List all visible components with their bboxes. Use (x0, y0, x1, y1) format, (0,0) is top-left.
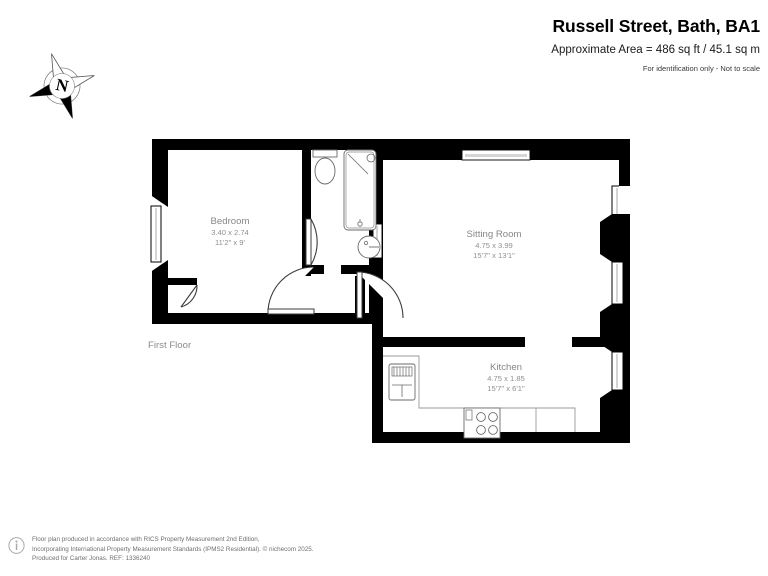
compass-north-icon: N (29, 53, 95, 119)
fixture-washing-machine (388, 363, 416, 401)
floor-level-label: First Floor (148, 340, 192, 351)
fixture-toilet (312, 149, 338, 185)
footer-line-3: Produced for Carter Jonas. REF: 1336240 (32, 555, 150, 563)
compass-rose: N (26, 50, 98, 122)
door-bedroom-cupboard (180, 284, 198, 308)
approximate-area-text: Approximate Area = 486 sq ft / 45.1 sq m (551, 44, 760, 56)
disclaimer-text: For identification only - Not to scale (642, 63, 760, 73)
plan-header: Russell Street, Bath, BA1 Approximate Ar… (340, 16, 760, 73)
plan-footer: Floor plan produced in accordance with R… (8, 535, 314, 564)
page-title: Russell Street, Bath, BA1 (552, 16, 760, 36)
footer-line-2: Incorporating International Property Mea… (32, 545, 314, 553)
door-bathroom (305, 218, 318, 266)
door-bedroom (267, 266, 315, 315)
footer-line-1: Floor plan produced in accordance with R… (32, 535, 260, 543)
fixture-bath-with-shower (343, 149, 377, 231)
plan-doors (180, 218, 404, 319)
footer-text-block: Floor plan produced in accordance with R… (32, 535, 314, 564)
fixture-hob (463, 407, 501, 439)
fixture-wash-basin (357, 235, 381, 259)
door-sitting-room (356, 271, 404, 319)
info-icon (8, 536, 25, 554)
compass-north-label: N (54, 75, 71, 96)
